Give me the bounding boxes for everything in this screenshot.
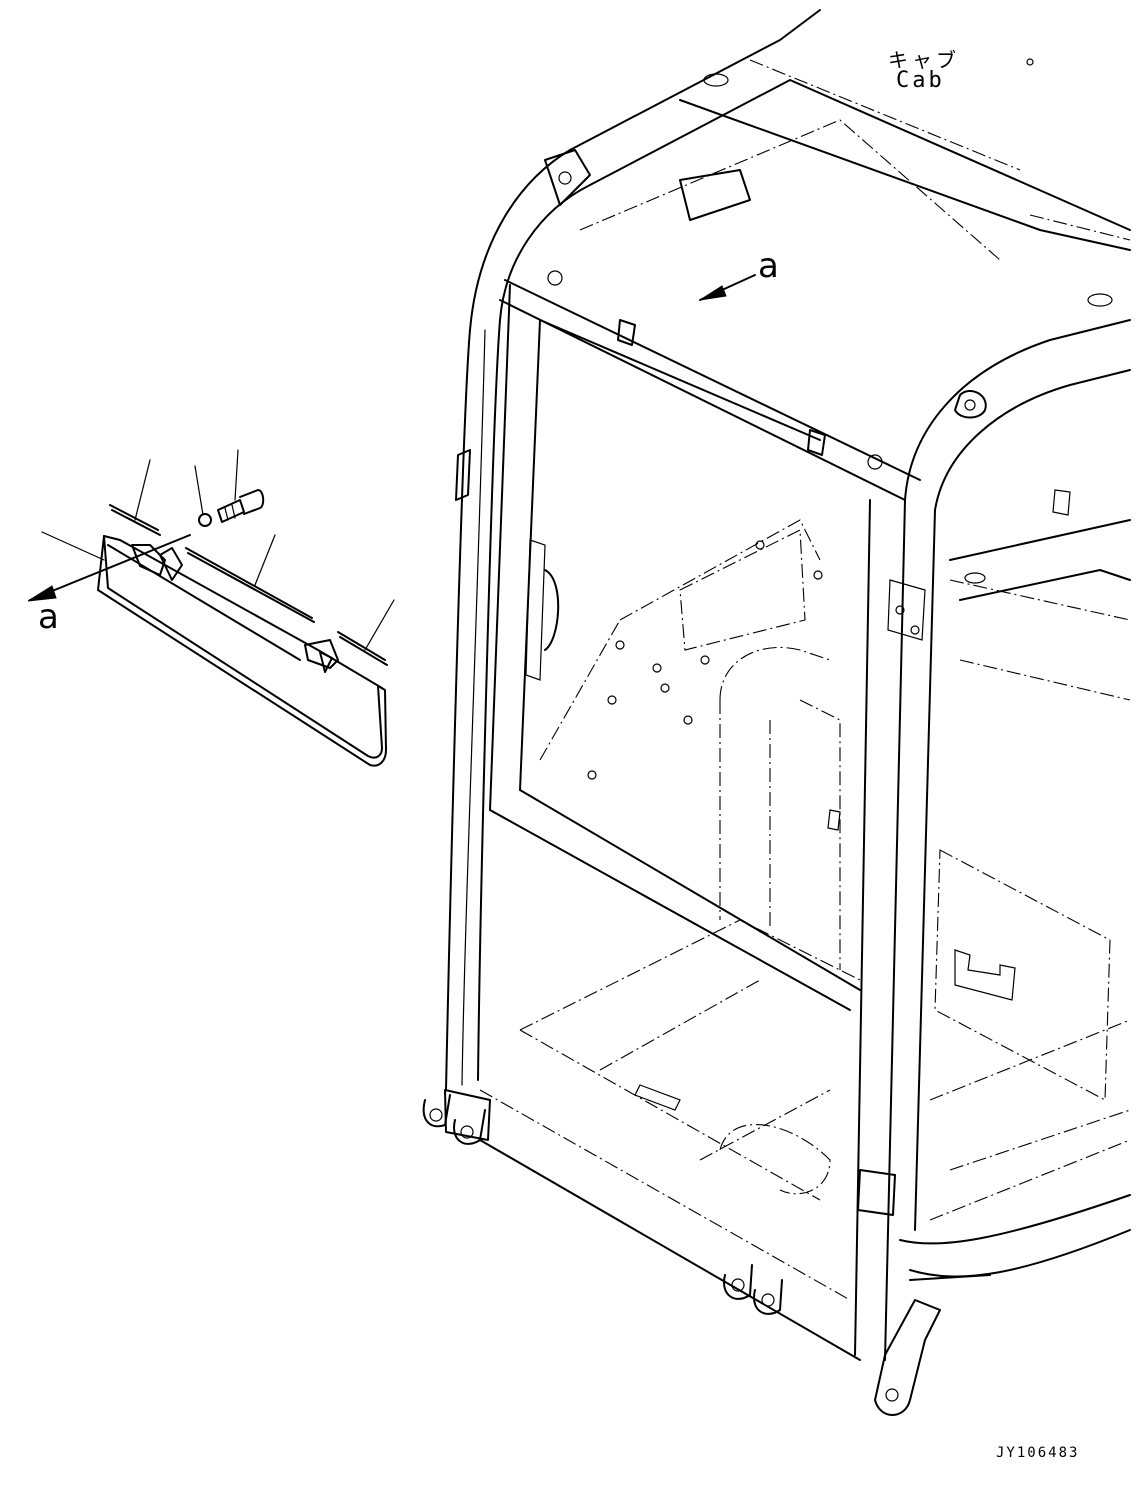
cab-floor [519,919,1131,1278]
washer [198,513,212,527]
cab-center-pillar [854,319,1131,1361]
cab-rear-section [914,489,1131,1231]
cab-roof [544,9,1131,307]
visor-pin-left [109,504,159,531]
cab-title-japanese: キャブ [888,48,960,72]
bolt [217,499,245,523]
visor-hinge-left [131,544,166,576]
cab-title-english: Cab [896,68,945,93]
view-arrow-left [27,534,191,602]
front-window-frame [489,119,1001,1011]
visor-hinge-right [304,639,339,669]
leader-lines [41,449,395,651]
view-arrow-top [699,274,756,301]
cab-mounting-brackets [422,1089,991,1416]
view-marker-left: a [38,597,59,637]
visor-rod [185,547,313,619]
visor-pin-right [337,631,386,661]
drawing-number: JY106483 [996,1445,1080,1461]
sun-visor-assembly [97,489,388,767]
cab-inner-frame [539,519,841,970]
view-marker-top: a [758,246,779,286]
cab-front-left-pillar [444,149,591,1141]
